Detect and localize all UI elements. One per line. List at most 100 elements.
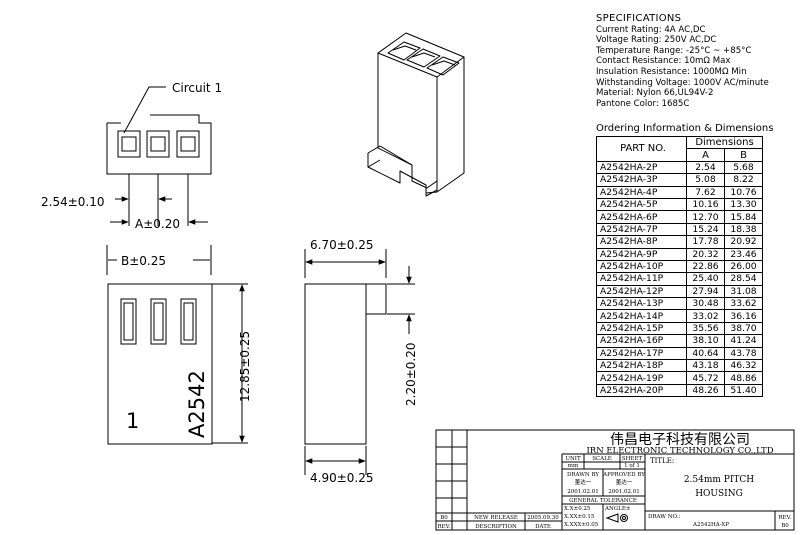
dim-a-cell: 48.26 xyxy=(686,383,725,398)
dim-b-cell: 15.84 xyxy=(724,210,763,224)
part-number-cell: A2542HA-2P xyxy=(596,160,687,175)
part-number-cell: A2542HA-16P xyxy=(596,334,687,348)
dim-a-cell: 2.54 xyxy=(686,160,725,175)
unit-label: UNIT xyxy=(565,456,581,462)
latch-dimension: 2.20±0.20 xyxy=(404,343,418,407)
part-number-cell: A2542HA-6P xyxy=(596,210,687,224)
dim-a-cell: 43.18 xyxy=(686,359,725,373)
cavity-2 xyxy=(146,130,170,158)
spec-line: Withstanding Voltage: 1000V AC/minute xyxy=(596,77,769,88)
part-number-cell: A2542HA-15P xyxy=(596,321,687,336)
part-number-cell: A2542HA-19P xyxy=(596,371,687,385)
part-number-cell: A2542HA-20P xyxy=(596,383,687,398)
pin-1-marking: 1 xyxy=(126,409,139,433)
dim-b-cell: 46.32 xyxy=(724,359,763,373)
dim-a-cell: 27.94 xyxy=(686,284,725,299)
general-tolerance-label: GENERAL TOLERANCE xyxy=(569,498,637,504)
dim-a-cell: 10.16 xyxy=(686,197,725,212)
cavity-3 xyxy=(176,130,200,158)
front-view xyxy=(106,245,248,445)
part-number-cell: A2542HA-5P xyxy=(596,197,687,212)
dim-a-cell: 30.48 xyxy=(686,297,725,311)
dim-b-cell: 23.46 xyxy=(724,247,763,261)
part-number-cell: A2542HA-7P xyxy=(596,222,687,237)
latch xyxy=(365,283,387,315)
dim-b-cell: 26.00 xyxy=(724,259,763,274)
spec-line: Material: Nylon 66,UL94V-2 xyxy=(596,88,714,99)
dim-a-cell: 22.86 xyxy=(686,259,725,274)
part-number-cell: A2542HA-12P xyxy=(596,284,687,299)
dim-b-cell: 10.76 xyxy=(724,185,763,199)
part-number-cell: A2542HA-8P xyxy=(596,235,687,249)
dim-a-cell: 25.40 xyxy=(686,272,725,286)
slot-2 xyxy=(150,298,167,345)
dim-a-cell: 15.24 xyxy=(686,222,725,237)
dim-b-cell: 18.38 xyxy=(724,222,763,237)
height-dimension: 12.85±0.25 xyxy=(238,331,252,402)
approved-date: 2001.02.01 xyxy=(608,489,640,495)
slot-1 xyxy=(120,298,137,345)
specifications-block: SPECIFICATIONS Current Rating: 4A AC,DC … xyxy=(596,13,769,109)
rev-column-header: REV. xyxy=(438,524,451,530)
dim-b-cell: 51.40 xyxy=(724,383,763,398)
table-subheader-row: A B xyxy=(597,148,763,162)
angle-label: ANGLE± xyxy=(604,506,631,512)
tolerance-2: X.XX±0.15 xyxy=(564,514,595,520)
dim-b-cell: 28.54 xyxy=(724,272,763,286)
dim-a-cell: 35.56 xyxy=(686,321,725,336)
specifications-title: SPECIFICATIONS xyxy=(596,13,682,24)
rev-entry: B0 xyxy=(440,515,448,521)
part-number-cell: A2542HA-17P xyxy=(596,346,687,361)
ordering-title: Ordering Information & Dimensions xyxy=(596,123,774,134)
company-name-en: IRN ELECTRONIC TECHNOLOGY CO.,LTD xyxy=(586,446,773,456)
isometric-view xyxy=(367,32,465,197)
date-column-header: DATE xyxy=(535,524,551,530)
b-dimension: B±0.25 xyxy=(121,254,166,268)
part-number-cell: A2542HA-9P xyxy=(596,247,687,261)
dim-b-cell: 31.08 xyxy=(724,284,763,299)
dim-a-cell: 38.10 xyxy=(686,334,725,348)
draw-no-label: DRAW NO.: xyxy=(648,514,680,520)
rev-description: NEW RELEASE xyxy=(474,515,518,521)
dim-a-header: A xyxy=(686,148,725,162)
title-block xyxy=(435,429,795,531)
rev-date: 2005.09.30 xyxy=(527,515,559,521)
scale-label: SCALE xyxy=(592,456,612,462)
circuit-leader xyxy=(123,86,166,134)
depth-dimension: 4.90±0.25 xyxy=(310,471,374,485)
drawn-by-label: DRAWN BY xyxy=(567,472,599,478)
circuit-label: Circuit 1 xyxy=(172,81,222,95)
dim-b-cell: 36.16 xyxy=(724,309,763,323)
cavity-1 xyxy=(117,130,141,158)
rev-value: B0 xyxy=(781,523,789,529)
dim-a-cell: 45.72 xyxy=(686,371,725,385)
dim-b-cell: 33.62 xyxy=(724,297,763,311)
dimensions-header: Dimensions xyxy=(686,135,763,150)
sheet-value: 1 of 1 xyxy=(624,463,640,469)
part-number-cell: A2542HA-18P xyxy=(596,359,687,373)
width-dimension: 6.70±0.25 xyxy=(310,238,374,252)
dim-b-header: B xyxy=(724,148,763,162)
dim-b-cell: 8.22 xyxy=(724,173,763,187)
spec-line: Pantone Color: 1685C xyxy=(596,98,690,109)
part-number-cell: A2542HA-4P xyxy=(596,185,687,199)
part-number-cell: A2542HA-13P xyxy=(596,297,687,311)
dim-a-cell: 20.32 xyxy=(686,247,725,261)
spec-line: Contact Resistance: 10mΩ Max xyxy=(596,56,731,67)
dim-b-cell: 48.86 xyxy=(724,371,763,385)
drawn-by-name: 董达一 xyxy=(575,478,592,486)
